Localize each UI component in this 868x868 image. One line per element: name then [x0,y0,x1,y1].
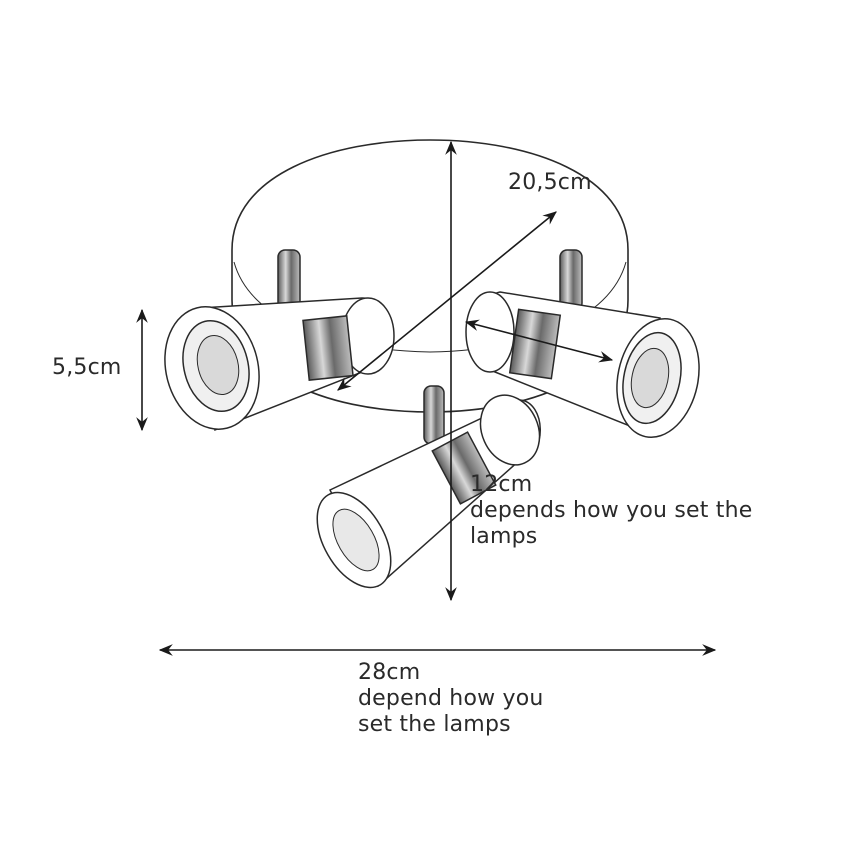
drop-dimension-note-line-1: depends how you set the [470,498,753,523]
width-dimension-note-line-1: depend how you [358,686,544,711]
width-dimension-value: 28cm [358,660,421,685]
drop-dimension-value: 12cm [470,472,533,497]
drop-dimension-label: 12cm depends how you set the lamps [470,472,753,550]
height-dimension-label: 5,5cm [52,355,122,380]
dimension-arrows [136,140,717,656]
width-dimension-label: 28cm depend how you set the lamps [358,660,544,738]
width-dimension-note-line-2: set the lamps [358,712,511,737]
front-spot-lamp [316,385,541,589]
shade-dimension-arrow [464,319,614,363]
drop-dimension-note-line-2: lamps [470,524,538,549]
diagonal-dimension-label: 20,5cm [508,170,592,195]
